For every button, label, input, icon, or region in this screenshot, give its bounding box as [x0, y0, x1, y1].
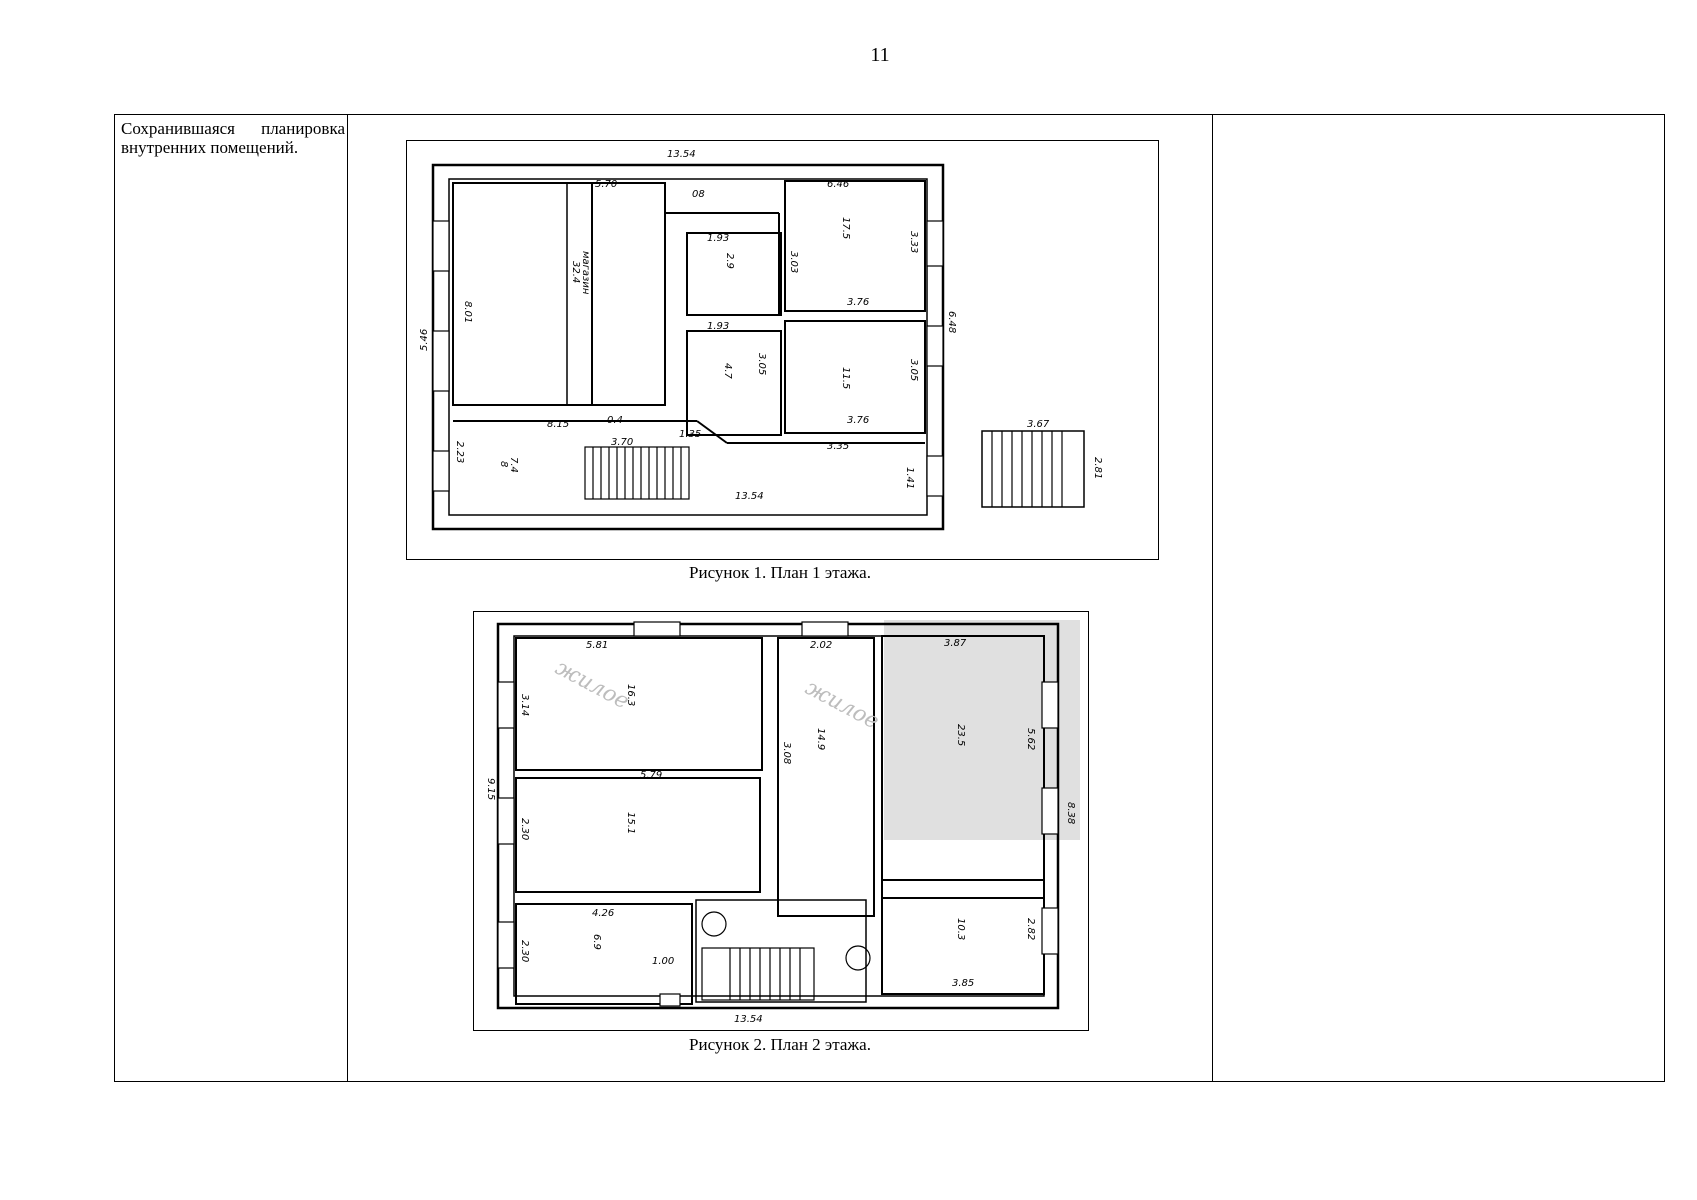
dim-left-inner: 8.01	[462, 301, 473, 323]
dim-porch: 3.67	[1027, 419, 1050, 430]
label-small2-area: 4.7	[722, 363, 733, 380]
dim-left-h1: 3.14	[519, 694, 530, 716]
dim-left-height: 5.46	[419, 329, 430, 351]
dim-bottom-width: 13.54	[734, 1014, 763, 1025]
figure-1-caption: Рисунок 1. План 1 этажа.	[689, 563, 871, 582]
dim-left-low: 2.23	[454, 441, 465, 463]
dim-mid-h: 3.08	[781, 742, 792, 764]
dim-small1: 1.93	[707, 233, 729, 244]
dim-room-c: 3.76	[847, 297, 869, 308]
dim-corridor-a: 8.15	[547, 419, 569, 430]
label-room-c-area: 23.5	[955, 724, 966, 746]
figures-wrap: 13.54 5.70 6.46 1.93 1.93 3.76 3.76 8.15…	[348, 115, 1212, 1081]
label-room-a-area: 16.3	[625, 684, 636, 706]
label-room-e-area: 6.9	[591, 934, 602, 950]
table-row: Сохранившаяся планировка внутренних поме…	[114, 114, 1665, 1082]
label-corridor-area: 7.4	[508, 457, 519, 473]
label-room-big-area: 32.4	[570, 261, 581, 283]
description-table: Сохранившаяся планировка внутренних поме…	[114, 114, 1665, 1082]
dim-mark-a: 08	[692, 189, 705, 200]
dim-small-w: 1.00	[652, 956, 674, 967]
dim-inner-h1: 3.03	[788, 251, 799, 273]
dim-room-d: 3.76	[847, 415, 869, 426]
floor-plan-2-drawing: жилое жилое 5.81 2.02 3.87 5.79 4.26 3.8…	[485, 620, 1080, 1025]
dim-room-e: 4.26	[592, 908, 614, 919]
dim-bottom-width: 13.54	[735, 491, 764, 502]
dim-right-h1: 3.33	[908, 231, 919, 253]
dim-room-c: 3.87	[944, 638, 967, 649]
dim-right-h2: 2.82	[1025, 918, 1036, 940]
dim-room-b: 6.46	[827, 179, 849, 190]
label-room-f-area: 10.3	[955, 918, 966, 940]
figures-cell: 13.54 5.70 6.46 1.93 1.93 3.76 3.76 8.15…	[347, 114, 1213, 1082]
label-room-b-area: 17.5	[840, 217, 851, 239]
dim-right-h2: 3.05	[908, 359, 919, 381]
dim-small2: 1.93	[707, 321, 729, 332]
dim-diag: 1.35	[679, 429, 701, 440]
label-corridor-num: 8	[498, 461, 509, 467]
stamp-2: жилое	[801, 675, 883, 734]
dim-left-total: 9.15	[485, 778, 496, 800]
dim-porch-h: 2.81	[1092, 457, 1103, 479]
label-room-big: магазин	[580, 251, 591, 295]
dim-top-width: 13.54	[667, 149, 696, 160]
dim-corridor-b: 3.35	[827, 441, 849, 452]
label-room-c-area: 11.5	[840, 367, 851, 389]
page-number: 11	[870, 44, 890, 66]
dim-room-d: 5.79	[640, 770, 662, 781]
dim-left-h2: 2.30	[519, 818, 530, 840]
empty-cell	[1212, 114, 1665, 1082]
floor-plan-1: 13.54 5.70 6.46 1.93 1.93 3.76 3.76 8.15…	[406, 140, 1159, 560]
description-text: Сохранившаяся планировка внутренних поме…	[121, 119, 345, 157]
dim-right-total: 8.38	[1065, 802, 1076, 824]
dim-room-a: 5.81	[586, 640, 608, 651]
dim-right-h1: 5.62	[1025, 728, 1036, 750]
floor-plan-1-drawing: 13.54 5.70 6.46 1.93 1.93 3.76 3.76 8.15…	[419, 149, 1103, 531]
label-room-d-area: 15.1	[625, 812, 636, 834]
figure-2-caption: Рисунок 2. План 2 этажа.	[689, 1035, 871, 1054]
dim-stair: 3.70	[611, 437, 633, 448]
dim-room-f: 3.85	[952, 978, 974, 989]
dim-left-h3: 2.30	[519, 940, 530, 962]
dim-inner-h2: 3.05	[756, 353, 767, 375]
label-small1-area: 2.9	[724, 253, 735, 269]
floor-plan-2: жилое жилое 5.81 2.02 3.87 5.79 4.26 3.8…	[473, 611, 1089, 1031]
dim-room-b: 2.02	[810, 640, 832, 651]
label-room-mid-area: 14.9	[815, 728, 826, 750]
dim-mark-b: 0.4	[607, 415, 623, 426]
dim-right-total: 6.48	[946, 311, 957, 333]
label-corridor-dim: 1.41	[904, 467, 915, 489]
description-cell: Сохранившаяся планировка внутренних поме…	[114, 114, 348, 1082]
dim-room-a: 5.70	[595, 179, 617, 190]
stamp-1: жилое	[551, 655, 633, 714]
